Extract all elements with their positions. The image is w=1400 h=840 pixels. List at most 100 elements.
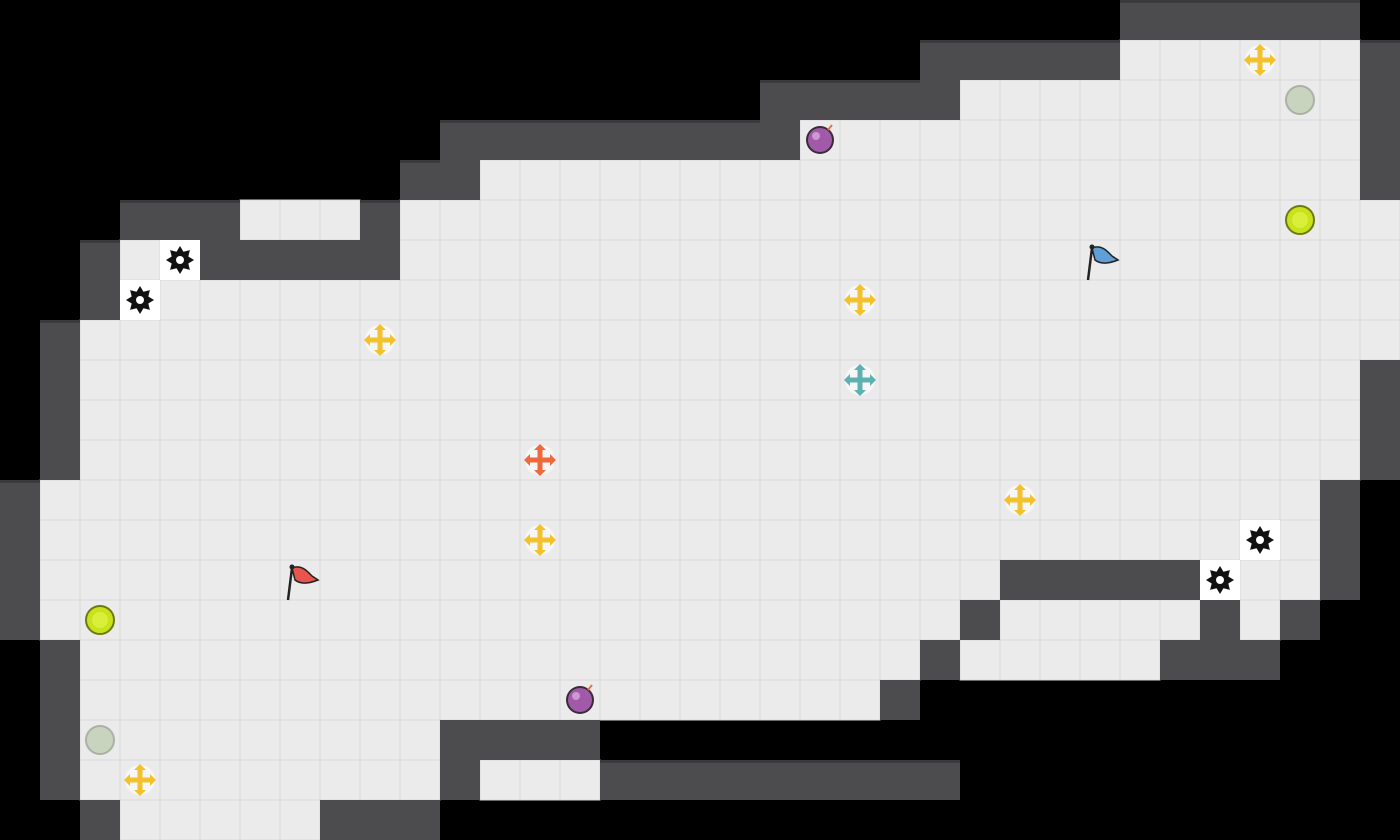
floor-tile [879,159,921,201]
wall-block [840,760,880,800]
floor-tile [479,639,521,681]
floor-tile [1159,599,1201,641]
floor-tile [399,599,441,641]
wall-block [0,560,40,600]
floor-tile [399,519,441,561]
floor-tile [159,279,201,321]
bomb-icon[interactable] [566,684,594,714]
floor-tile [839,639,881,681]
floor-tile [359,679,401,721]
floor-tile [1239,359,1281,401]
powerup-arrow-up [134,764,146,770]
wall-edge [1120,0,1160,3]
floor-tile [999,119,1041,161]
floor-tile [479,479,521,521]
floor-tile [239,599,281,641]
floor-tile [679,519,721,561]
floor-tile [1279,519,1321,561]
yellow-powerup-icon[interactable] [1244,44,1276,76]
wall-block [1160,640,1200,680]
floor-tile [119,719,161,761]
wall-block [440,720,480,760]
floor-tile [119,599,161,641]
orange-powerup-icon[interactable] [524,444,556,476]
wall-edge [840,80,880,83]
floor-tile [759,559,801,601]
floor-tile [1279,119,1321,161]
yellow-powerup-icon[interactable] [124,764,156,796]
wall-block [40,360,80,400]
yellow-powerup-icon[interactable] [524,524,556,556]
yellow-powerup-icon[interactable] [844,284,876,316]
bomb-fuse [827,124,833,131]
wall-edge [520,120,560,123]
powerup-arrow-right [870,294,876,306]
powerup-arrow-up [374,324,386,330]
blue-flag-icon[interactable] [1086,244,1120,281]
wall-block [40,640,80,680]
floor-tile [639,639,681,681]
wall-edge [760,80,800,83]
floor-tile [839,319,881,361]
wall-block [1000,40,1040,80]
floor-tile [1199,439,1241,481]
floor-tile [719,239,761,281]
floor-tile [519,159,561,201]
wall-block [240,240,280,280]
floor-tile [839,599,881,641]
floor-tile [799,639,841,681]
floor-tile [759,679,801,721]
floor-tile [1039,199,1081,241]
wall-block [40,760,80,800]
wall-block [1360,120,1400,160]
floor-tile [679,439,721,481]
floor-tile [239,519,281,561]
floor-tile [1199,79,1241,121]
floor-tile [319,519,361,561]
teal-powerup-icon[interactable] [844,364,876,396]
floor-tile [279,759,321,801]
floor-tile [159,639,201,681]
red-flag-icon[interactable] [286,564,320,601]
floor-tile [839,199,881,241]
bomb-body [808,128,832,152]
floor-tile [79,679,121,721]
powerup-arrow-right [550,454,556,466]
floor-tile [1239,479,1281,521]
floor-tile [759,279,801,321]
floor-tile [559,199,601,241]
floor-tile [879,279,921,321]
floor-tile [1159,519,1201,561]
wall-edge [600,760,640,763]
bomb-icon[interactable] [806,124,834,154]
yellow-powerup-icon[interactable] [1004,484,1036,516]
wall-block [1280,0,1320,40]
powerup-bar-h [528,537,552,543]
wall-block [800,80,840,120]
floor-tile [719,159,761,201]
bomb-body [568,688,592,712]
floor-tile [239,399,281,441]
boost-core [1292,212,1308,228]
floor-tile [1039,159,1081,201]
powerup-arrow-up [534,444,546,450]
floor-tile [1359,279,1400,321]
boost-icon[interactable] [1285,205,1315,235]
wall-block [360,800,400,840]
boost-icon[interactable] [85,605,115,635]
floor-tile [199,319,241,361]
floor-tile [1079,279,1121,321]
floor-tile [879,439,921,481]
floor-tile [559,319,601,361]
floor-tile [479,239,521,281]
floor-tile [919,239,961,281]
floor-tile [799,519,841,561]
wall-block [720,760,760,800]
wall-block [1360,440,1400,480]
yellow-powerup-icon[interactable] [364,324,396,356]
floor-tile [999,199,1041,241]
floor-tile [519,759,561,801]
wall-edge [920,760,960,763]
wall-block [1160,560,1200,600]
wall-edge [1080,40,1120,43]
